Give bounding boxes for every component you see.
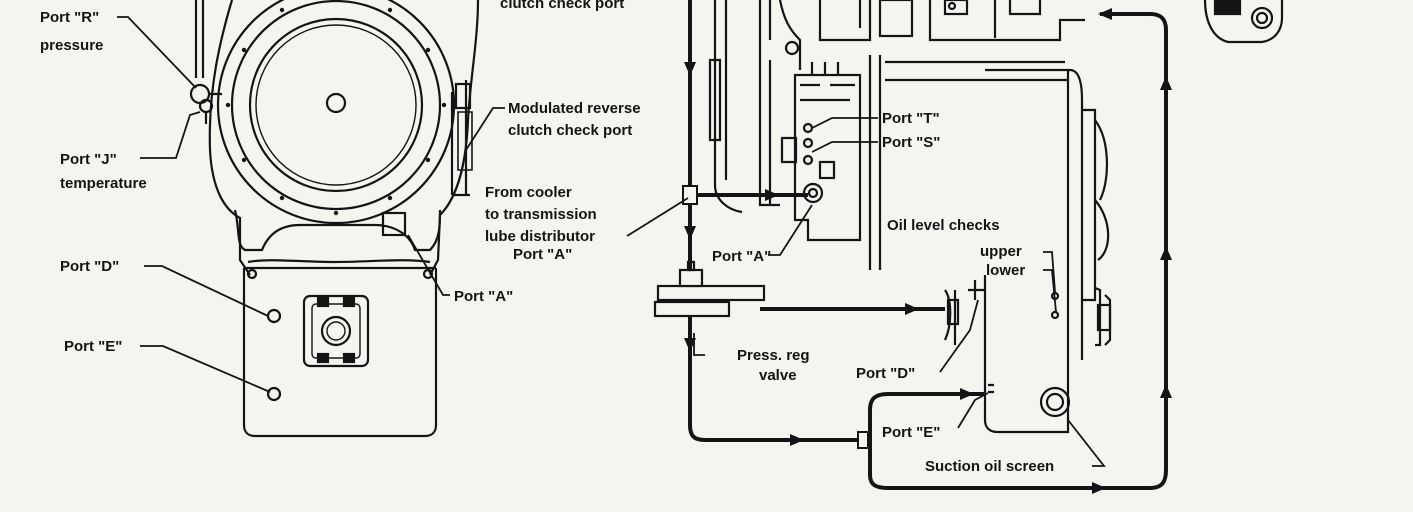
port-a-fitting	[802, 182, 824, 204]
label-port-r: Port "R"	[40, 9, 99, 26]
transmission-side-view	[708, 0, 1112, 434]
label-lube-distributor: lube distributor	[485, 228, 595, 245]
port-d-fitting	[266, 308, 282, 324]
callout-labels: Port "R" pressure clutch check port Modu…	[40, 0, 1054, 475]
label-from-cooler: From cooler	[485, 184, 572, 201]
label-port-a-cooler: Port "A"	[513, 246, 572, 263]
press-reg-valve	[653, 260, 766, 318]
leader-lines	[117, 16, 1106, 467]
label-port-e-right: Port "E"	[882, 424, 940, 441]
label-clutch-check-port: clutch check port	[508, 122, 632, 139]
label-to-transmission: to transmission	[485, 206, 597, 223]
label-suction-oil-screen: Suction oil screen	[925, 458, 1054, 475]
label-press-reg: Press. reg	[737, 347, 810, 364]
label-modulated-reverse: Modulated reverse	[508, 100, 641, 117]
label-press-reg-valve: valve	[759, 367, 797, 384]
flow-arrows	[684, 8, 1172, 494]
label-lower: lower	[986, 262, 1025, 279]
label-port-s: Port "S"	[882, 134, 940, 151]
label-clutch-check-port-top: clutch check port	[500, 0, 624, 12]
tee-fitting	[682, 185, 869, 449]
label-port-e-left: Port "E"	[64, 338, 122, 355]
top-right-fitting	[1203, 0, 1284, 44]
transmission-front-view	[189, 0, 480, 438]
label-port-t: Port "T"	[882, 110, 940, 127]
label-port-j: Port "J"	[60, 151, 117, 168]
label-port-a-right: Port "A"	[712, 248, 771, 265]
port-e-fitting	[266, 386, 282, 402]
label-port-r-pressure: pressure	[40, 37, 103, 54]
label-port-d-right: Port "D"	[856, 365, 915, 382]
label-port-j-temperature: temperature	[60, 175, 147, 192]
label-port-d-left: Port "D"	[60, 258, 119, 275]
label-port-a-left: Port "A"	[454, 288, 513, 305]
label-upper: upper	[980, 243, 1022, 260]
flange-bolts	[225, 7, 447, 216]
label-oil-level-checks: Oil level checks	[887, 217, 1000, 234]
